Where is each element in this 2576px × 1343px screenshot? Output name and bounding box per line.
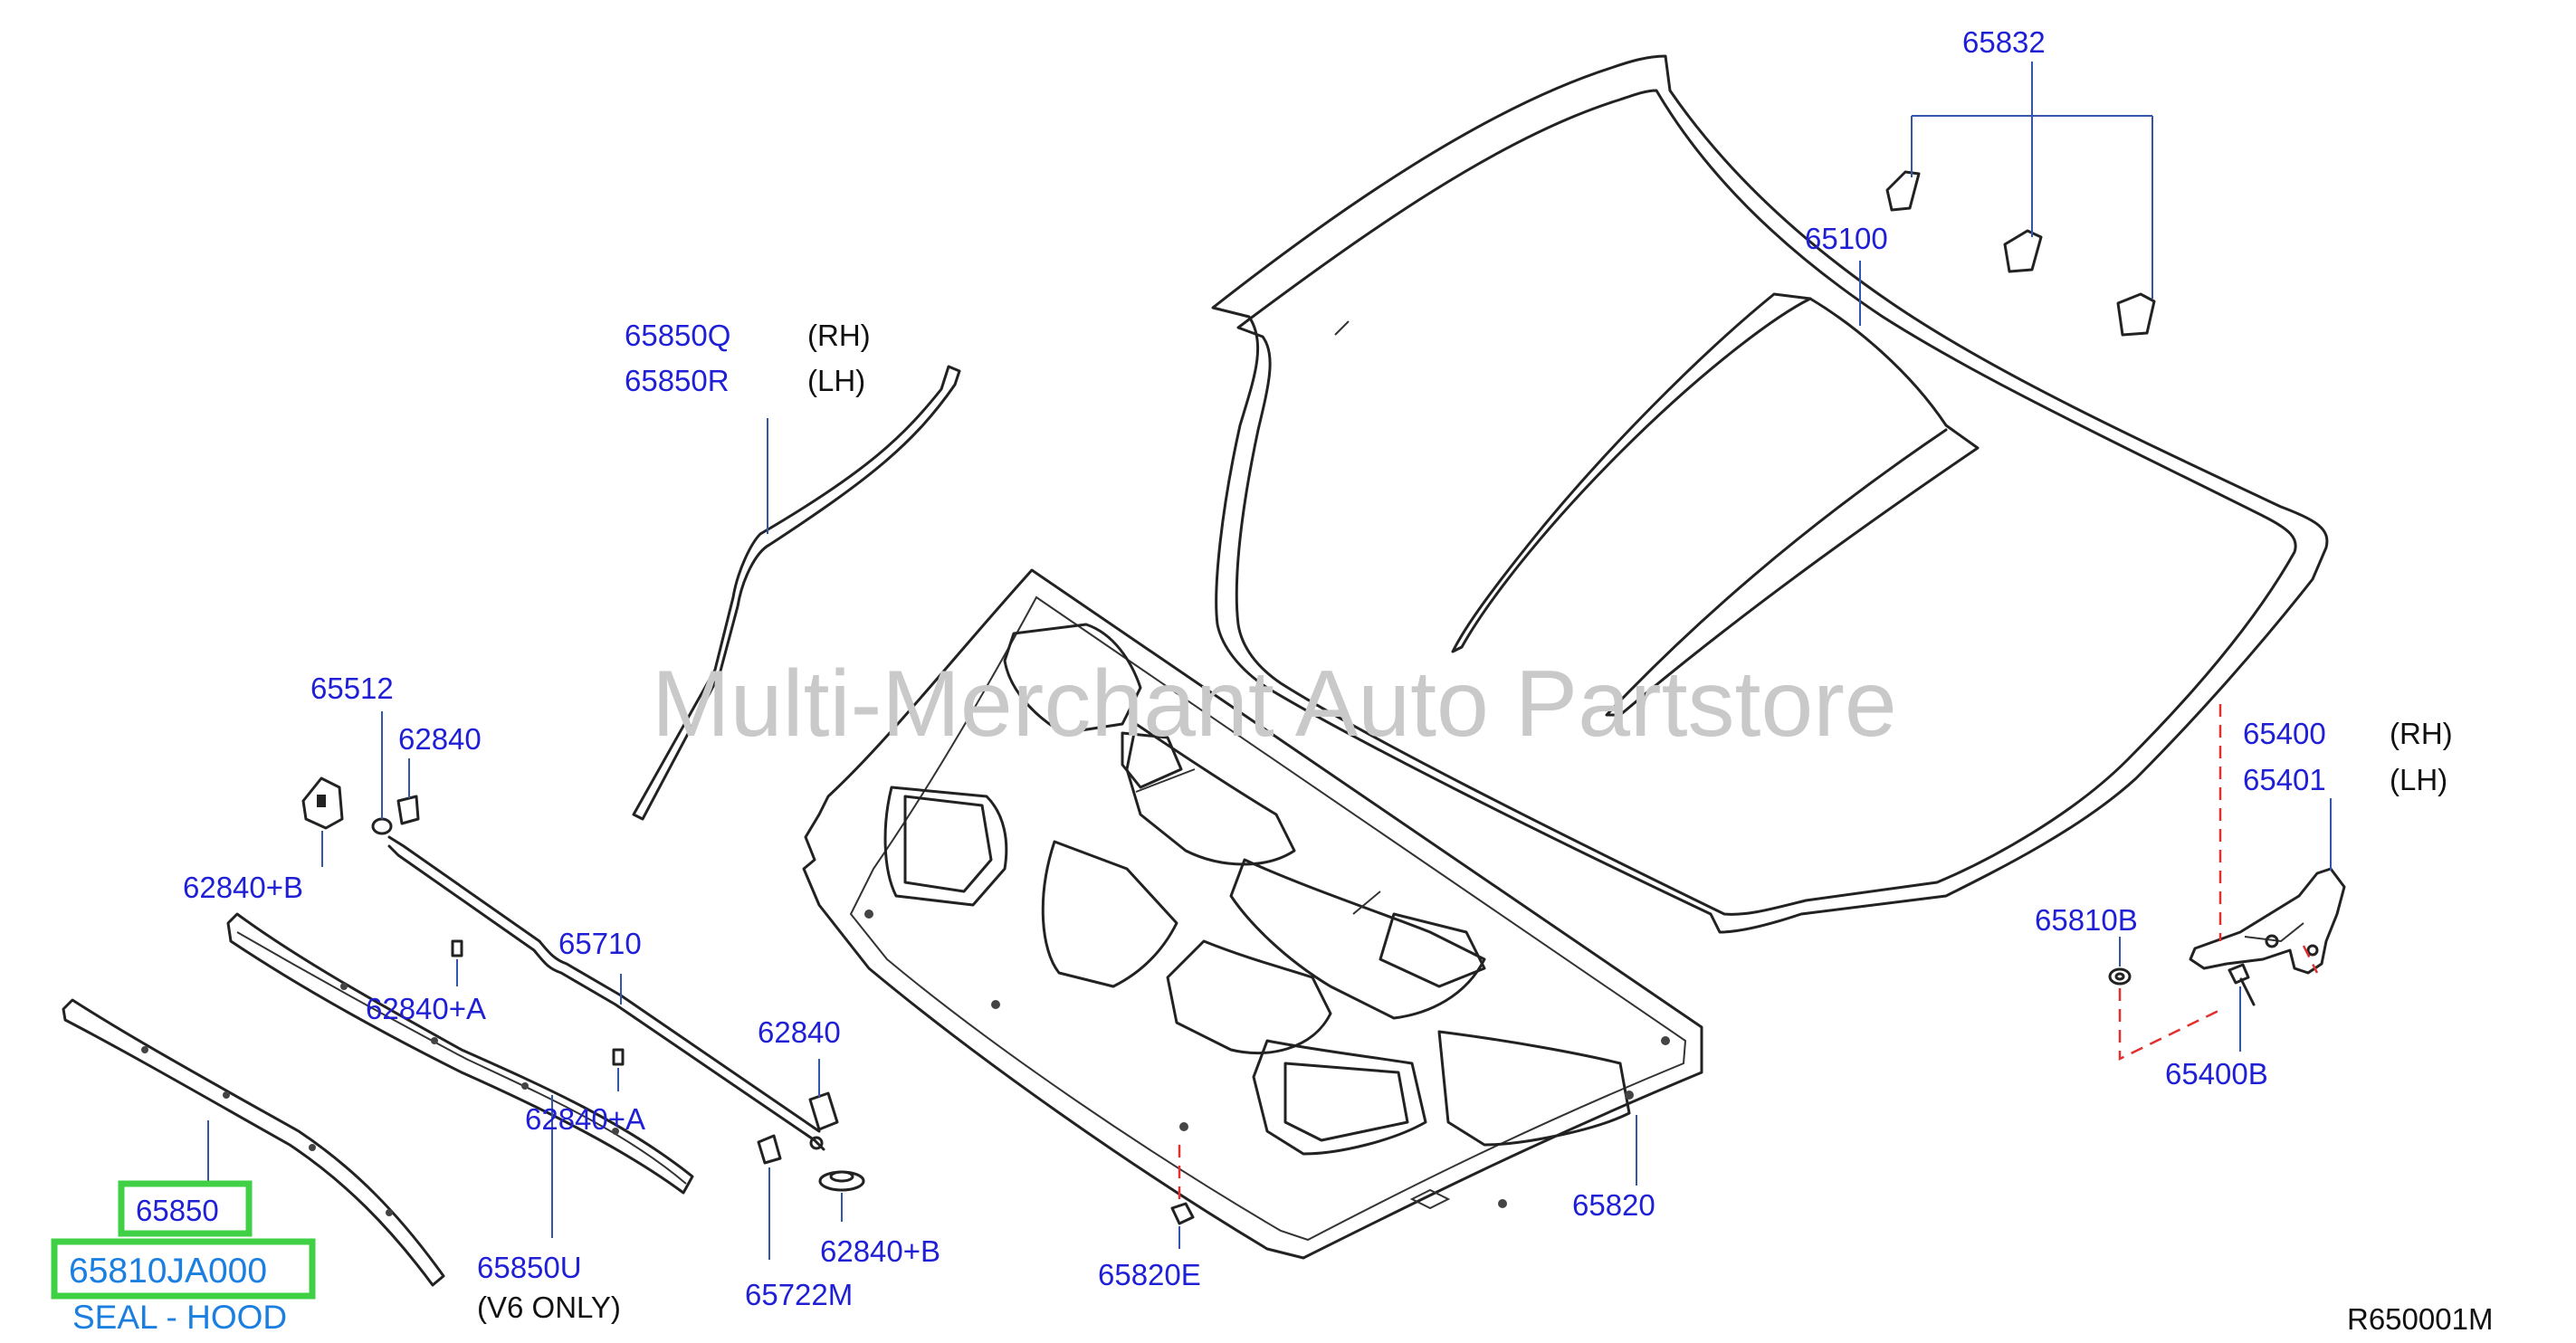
label-65810b[interactable]: 65810B: [2035, 903, 2138, 937]
label-65400b[interactable]: 65400B: [2165, 1057, 2268, 1091]
label-62840-mid[interactable]: 62840: [758, 1015, 841, 1049]
label-62840a-1[interactable]: 62840+A: [366, 992, 486, 1025]
highlight-part-number[interactable]: 65850: [136, 1194, 219, 1227]
hood-seal-65850[interactable]: [62, 998, 445, 1287]
label-65850r[interactable]: 65850R: [625, 364, 730, 397]
highlight-box-part-number: [118, 1180, 253, 1237]
label-62840-top[interactable]: 62840: [398, 722, 482, 756]
label-62840a-2[interactable]: 62840+A: [525, 1102, 645, 1136]
label-65512[interactable]: 65512: [310, 672, 394, 705]
hood-panel-65100[interactable]: [1211, 54, 2329, 934]
front-seal-65850u[interactable]: [226, 912, 694, 1195]
label-65820e[interactable]: 65820E: [1098, 1258, 1201, 1291]
bumper-62840-mid[interactable]: [808, 1091, 839, 1131]
clip-62840a-1[interactable]: [451, 939, 463, 957]
grommet-65722m[interactable]: [757, 1134, 782, 1165]
label-65100[interactable]: 65100: [1805, 222, 1888, 255]
label-65401-side: (LH): [2390, 763, 2447, 796]
clip-62840a-2[interactable]: [612, 1048, 625, 1066]
grommet-65512[interactable]: [371, 795, 420, 835]
highlight-oem-number[interactable]: 65810JA000: [69, 1252, 267, 1291]
label-65401[interactable]: 65401: [2243, 763, 2326, 796]
dashed-guides: [1178, 704, 2319, 1204]
bolt-65400b[interactable]: [2228, 963, 2256, 1006]
clip-65820e[interactable]: [1170, 1202, 1195, 1225]
label-65722m[interactable]: 65722M: [745, 1278, 853, 1311]
hood-hinge-65400-65401[interactable]: [2189, 867, 2346, 975]
label-65850q[interactable]: 65850Q: [625, 319, 730, 352]
label-65832[interactable]: 65832: [1962, 25, 2046, 59]
label-62840b-bottom[interactable]: 62840+B: [820, 1234, 940, 1268]
label-62840b-left[interactable]: 62840+B: [183, 871, 303, 904]
bumper-62840b-bottom[interactable]: [818, 1170, 865, 1192]
hood-side-seal-65850q-r[interactable]: [632, 365, 961, 821]
hood-insulator-65820[interactable]: [802, 568, 1703, 1260]
diagram-reference-code: R650001M: [2347, 1302, 2493, 1336]
bumper-62840b-left[interactable]: [301, 776, 344, 830]
highlight-box-oem-number: [51, 1238, 316, 1300]
label-65710[interactable]: 65710: [558, 927, 642, 960]
leader-lines: [207, 62, 2332, 1260]
label-65850q-side: (RH): [807, 319, 871, 352]
hood-support-rod-65710[interactable]: [387, 835, 825, 1151]
label-65820[interactable]: 65820: [1572, 1188, 1655, 1222]
washer-65810b[interactable]: [2108, 967, 2132, 986]
label-65400[interactable]: 65400: [2243, 717, 2326, 750]
label-65400-side: (RH): [2390, 717, 2453, 750]
watermark: Multi-Merchant Auto Partstore: [652, 652, 1897, 757]
hood-clips-65832[interactable]: [1885, 170, 2156, 337]
label-65850u[interactable]: 65850U: [477, 1251, 582, 1284]
label-65850u-note: (V6 ONLY): [477, 1291, 621, 1324]
label-65850r-side: (LH): [807, 364, 865, 397]
highlight-description: SEAL - HOOD: [72, 1299, 287, 1336]
